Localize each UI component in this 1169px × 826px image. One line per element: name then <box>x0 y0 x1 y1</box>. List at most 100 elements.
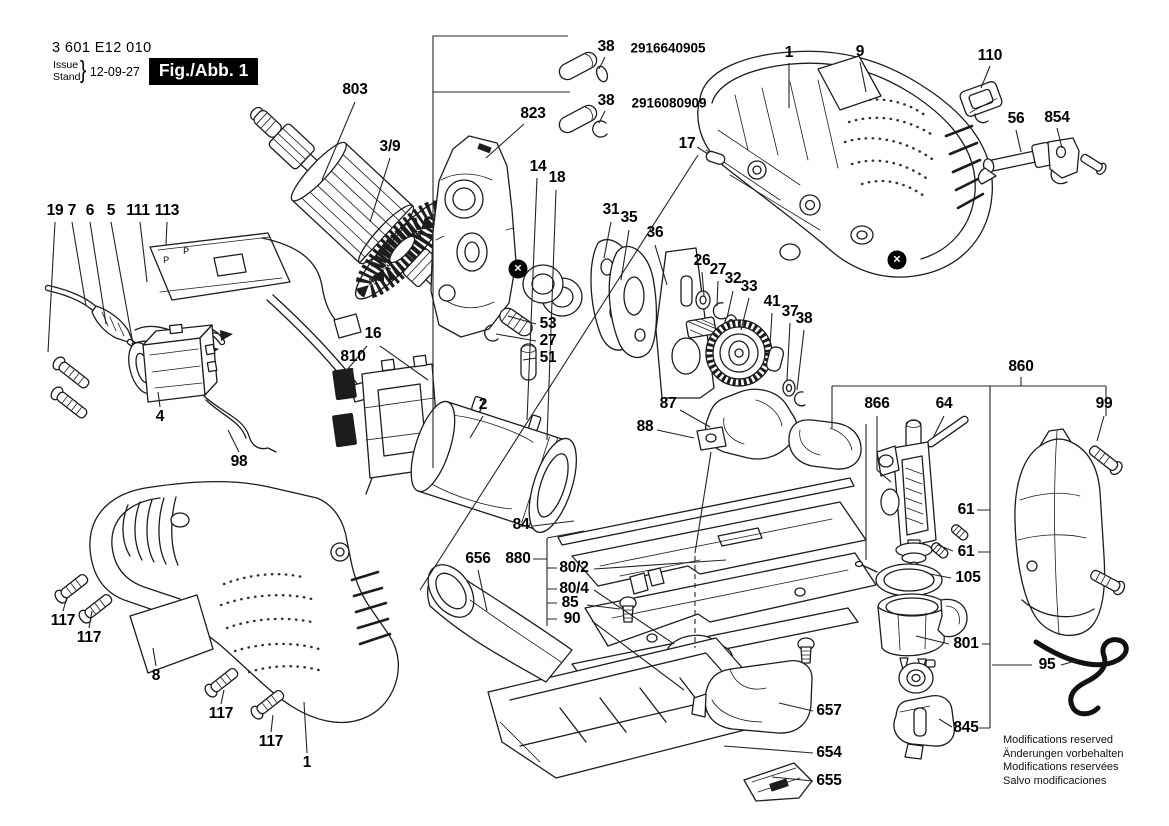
screw-drawing <box>204 667 239 698</box>
support-plate-drawing <box>655 247 717 399</box>
part-label-654: 654 <box>816 744 842 761</box>
sticker-9-drawing <box>817 55 882 111</box>
cross-marker: ✕ <box>887 250 907 270</box>
small-parts-drawing <box>705 81 1107 185</box>
part-label-880: 880 <box>505 550 531 567</box>
issue-stand-block: Issue Stand } 12-09-27 Fig./Abb. 1 <box>53 55 259 85</box>
part-label-117: 117 <box>76 629 102 646</box>
part-label-88: 88 <box>636 418 654 435</box>
field-stator-drawing <box>410 396 577 534</box>
part-label-27: 27 <box>709 261 727 278</box>
part-label-7: 7 <box>67 202 77 219</box>
part-label-18: 18 <box>548 169 566 186</box>
part-label-90: 90 <box>563 610 581 627</box>
part-label-5: 5 <box>106 202 116 219</box>
part-label-38: 38 <box>597 38 615 55</box>
part-label-80/4: 80/4 <box>559 580 589 597</box>
part-label-38: 38 <box>795 310 813 327</box>
figure-label: Fig./Abb. 1 <box>148 58 259 85</box>
part-label-61: 61 <box>957 501 975 518</box>
part-label-19: 19 <box>46 202 64 219</box>
part-label-866: 866 <box>864 395 890 412</box>
part-label-860: 860 <box>1008 358 1034 375</box>
part-label-1: 1 <box>302 754 312 771</box>
part-label-810: 810 <box>340 348 366 365</box>
part-label-98: 98 <box>230 453 248 470</box>
part-label-17: 17 <box>678 135 696 152</box>
footer-note-line: Änderungen vorbehalten <box>1003 747 1124 760</box>
part-label-2916080909: 2916080909 <box>631 95 707 111</box>
part-label-105: 105 <box>955 569 981 586</box>
screw-drawing <box>78 593 113 624</box>
insert-plate-8-drawing <box>129 594 214 674</box>
part-label-33: 33 <box>740 278 758 295</box>
gearbox-housing-drawing <box>430 135 517 338</box>
stand-label: Stand <box>53 70 81 83</box>
part-label-87: 87 <box>659 395 677 412</box>
guide-bracket-drawing <box>696 388 862 470</box>
screw-drawing <box>250 689 285 720</box>
part-label-61: 61 <box>957 543 975 560</box>
part-label-95: 95 <box>1038 656 1056 673</box>
leader-lines <box>47 35 1107 782</box>
part-label-56: 56 <box>1007 110 1025 127</box>
pin-51-drawing <box>520 343 537 381</box>
part-label-P: P <box>183 246 189 256</box>
footer-note-line: Modifications reserved <box>1003 734 1114 746</box>
screw-drawing <box>54 573 89 604</box>
brace-glyph: } <box>80 55 87 84</box>
part-label-657: 657 <box>816 702 842 719</box>
part-label-16: 16 <box>364 325 382 342</box>
cover-860-drawing <box>1014 428 1126 637</box>
part-label-6: 6 <box>85 202 95 219</box>
part-label-801: 801 <box>953 635 979 652</box>
part-label-845: 845 <box>953 719 979 736</box>
housing-right-half-drawing <box>697 50 993 278</box>
issue-date: 12-09-27 <box>89 64 140 79</box>
part-label-27: 27 <box>539 332 557 349</box>
guard-wire-95-drawing <box>1033 637 1129 717</box>
part-label-P: P <box>163 255 169 265</box>
part-label-31: 31 <box>602 201 620 218</box>
ring-38-drawing <box>595 65 609 83</box>
housing-left-half-drawing <box>89 481 399 724</box>
footer-note-line: Salvo modificaciones <box>1003 774 1107 787</box>
part-label-41: 41 <box>763 293 781 310</box>
part-label-51: 51 <box>539 349 557 366</box>
cross-marker: ✕ <box>508 259 528 279</box>
part-label-823: 823 <box>520 105 546 122</box>
issue-label: Issue <box>53 59 79 71</box>
part-label-1: 1 <box>784 44 794 61</box>
type-number: 3 601 E12 010 <box>52 40 152 56</box>
wire-98-drawing <box>203 395 277 453</box>
part-label-85: 85 <box>561 594 579 611</box>
part-label-3/9: 3/9 <box>379 138 401 155</box>
pin-38-drawing <box>558 104 598 134</box>
pendulum-assembly-drawing <box>854 415 969 760</box>
part-label-2: 2 <box>478 396 488 413</box>
part-label-2916640905: 2916640905 <box>630 40 706 56</box>
part-label-14: 14 <box>529 158 547 175</box>
part-label-854: 854 <box>1044 109 1070 126</box>
part-label-80/2: 80/2 <box>559 559 589 576</box>
part-label-117: 117 <box>258 733 284 750</box>
part-label-64: 64 <box>935 395 953 412</box>
part-label-35: 35 <box>620 209 638 226</box>
part-label-655: 655 <box>816 772 842 789</box>
part-label-38: 38 <box>597 92 615 109</box>
part-label-26: 26 <box>693 252 711 269</box>
part-label-8: 8 <box>151 667 161 684</box>
part-label-113: 113 <box>154 202 180 219</box>
part-label-117: 117 <box>208 705 234 722</box>
counterweight-drawing <box>590 238 658 358</box>
part-label-32: 32 <box>724 270 742 287</box>
switch-drawing <box>142 323 218 403</box>
cover-657-drawing <box>691 660 813 734</box>
clip-27-drawing <box>484 324 499 342</box>
part-label-37: 37 <box>781 303 799 320</box>
part-label-110: 110 <box>977 47 1003 64</box>
part-label-656: 656 <box>465 550 491 567</box>
part-label-4: 4 <box>155 408 165 425</box>
